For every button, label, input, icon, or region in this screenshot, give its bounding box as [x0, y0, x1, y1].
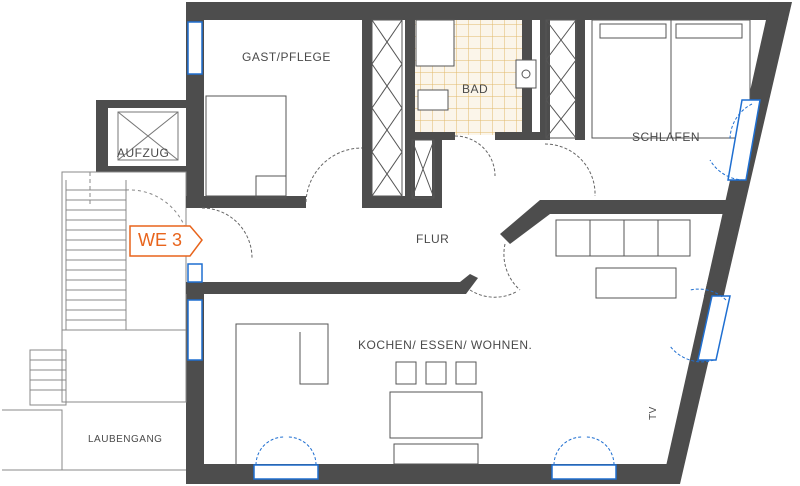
- room-label-flur: FLUR: [416, 232, 450, 246]
- windows: [187, 21, 761, 480]
- kitchen-counter: [235, 323, 329, 466]
- doors: [201, 135, 596, 298]
- interior-walls: [186, 20, 746, 296]
- bed: [591, 19, 751, 139]
- area-label-laubengang: LAUBENGANG: [88, 434, 163, 445]
- elevator-shaft: [96, 100, 196, 172]
- room-label-schlafen: SCHLAFEN: [632, 130, 701, 144]
- stairwell: [2, 171, 187, 471]
- window-swings: [255, 103, 753, 466]
- dining-set: [389, 361, 483, 465]
- unit-marker-label: WE 3: [138, 230, 183, 250]
- room-label-wohnen: KOCHEN/ ESSEN/ WOHNEN.: [358, 338, 533, 352]
- bathroom-fixtures: [415, 19, 537, 111]
- room-label-aufzug: AUFZUG: [117, 146, 170, 160]
- tv-label: TV: [648, 406, 659, 420]
- gast-furniture: [205, 95, 287, 199]
- room-label-gast: GAST/PFLEGE: [242, 50, 331, 64]
- sofa: [555, 219, 691, 299]
- unit-marker-arrow: [129, 225, 203, 257]
- wardrobes: [371, 19, 577, 199]
- room-label-bad: BAD: [462, 82, 489, 96]
